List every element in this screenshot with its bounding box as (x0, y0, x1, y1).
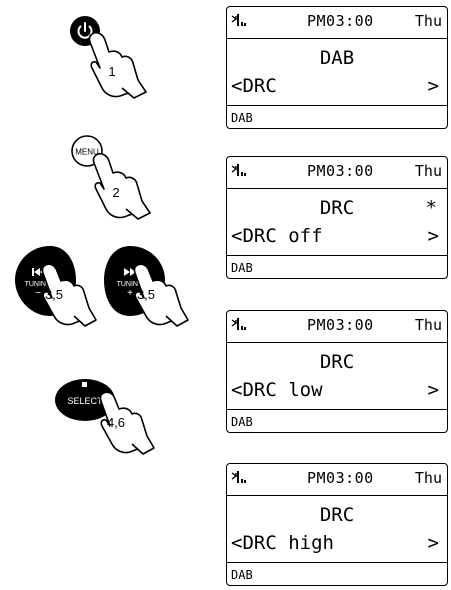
clock-time: PM03:00 (307, 12, 374, 30)
minus-label: − (35, 288, 41, 299)
screen-title: DRC (319, 504, 355, 526)
status-bar: PM03:00 Thu (227, 464, 447, 496)
signal-strength-icon (231, 318, 246, 330)
step-4-select-figure: SELECT 4,6 (50, 370, 170, 460)
step-number: 2 (112, 185, 119, 200)
next-arrow: > (427, 532, 439, 554)
menu-option: <DRC low (231, 379, 323, 401)
lcd-screen-4: PM03:00 Thu DRC <DRC high > DAB (226, 463, 448, 586)
select-button-label: SELECT (67, 396, 103, 406)
step-number: 1 (108, 64, 115, 79)
divider (227, 105, 447, 107)
day-of-week: Thu (414, 316, 442, 334)
step-1-figure: 1 (60, 10, 170, 100)
screen-title: DRC (319, 197, 355, 219)
source-label: DAB (231, 111, 253, 125)
lcd-screen-1: PM03:00 Thu DAB <DRC > DAB (226, 6, 448, 129)
status-bar: PM03:00 Thu (227, 311, 447, 343)
day-of-week: Thu (414, 12, 442, 30)
lcd-screen-3: PM03:00 Thu DRC <DRC low > DAB (226, 310, 448, 433)
step-3-tuning-up-figure: TUNING + 3,5 (100, 240, 200, 335)
power-icon (77, 22, 93, 39)
hand-icon (133, 263, 189, 327)
menu-option: <DRC (231, 75, 277, 97)
status-bar: PM03:00 Thu (227, 7, 447, 39)
lcd-screen-2: PM03:00 Thu DRC * <DRC off > DAB (226, 156, 448, 279)
step-number: 3,5 (45, 287, 63, 302)
source-label: DAB (231, 415, 253, 429)
menu-button-label: MENU (75, 148, 99, 157)
divider (227, 409, 447, 411)
stop-icon (82, 382, 87, 387)
selected-marker: * (425, 197, 437, 219)
next-arrow: > (427, 225, 439, 247)
next-arrow: > (427, 379, 439, 401)
day-of-week: Thu (414, 469, 442, 487)
signal-strength-icon (231, 164, 246, 176)
source-label: DAB (231, 261, 253, 275)
day-of-week: Thu (414, 162, 442, 180)
source-label: DAB (231, 568, 253, 582)
clock-time: PM03:00 (307, 469, 374, 487)
divider (227, 562, 447, 564)
clock-time: PM03:00 (307, 316, 374, 334)
status-bar: PM03:00 Thu (227, 157, 447, 189)
plus-label: + (127, 288, 133, 299)
hand-icon (92, 153, 151, 220)
step-number: 4,6 (107, 415, 125, 430)
step-3-tuning-down-figure: TUNING − 3,5 (10, 240, 110, 335)
step-2-figure: MENU 2 (60, 130, 180, 220)
hand-icon (99, 391, 155, 455)
hand-icon (41, 263, 97, 327)
screen-title: DRC (319, 351, 355, 373)
clock-time: PM03:00 (307, 162, 374, 180)
menu-option: <DRC off (231, 225, 323, 247)
screen-title: DAB (319, 47, 355, 69)
divider (227, 255, 447, 257)
menu-option: <DRC high (231, 532, 334, 554)
signal-strength-icon (231, 471, 246, 483)
tuning-label: TUNING (117, 281, 144, 288)
select-button[interactable] (55, 379, 115, 421)
signal-strength-icon (231, 14, 246, 26)
step-number: 3,5 (137, 287, 155, 302)
tuning-label: TUNING (25, 281, 52, 288)
next-arrow: > (427, 75, 439, 97)
hand-icon (88, 32, 147, 99)
